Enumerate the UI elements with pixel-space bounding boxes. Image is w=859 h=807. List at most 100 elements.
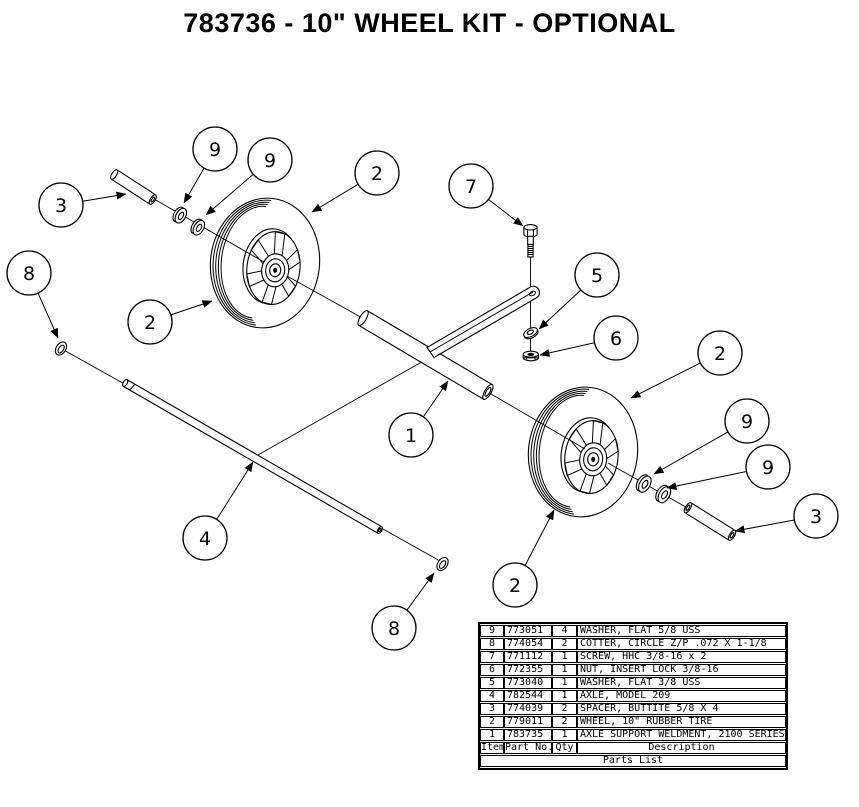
balloon-number: 1 bbox=[405, 425, 417, 447]
balloon-item-6: 6 bbox=[539, 315, 639, 361]
balloon-item-2: 2 bbox=[127, 299, 213, 345]
balloon-leader-line bbox=[488, 199, 524, 227]
balloon-number: 8 bbox=[388, 618, 400, 640]
balloon-leader-line bbox=[666, 471, 747, 490]
balloon-leader-line bbox=[311, 183, 359, 213]
balloon-circle bbox=[247, 137, 293, 183]
cotter-pin-bottom bbox=[436, 556, 449, 572]
cell-qty: 2 bbox=[552, 716, 577, 728]
balloon-number: 6 bbox=[610, 328, 622, 350]
balloon-circle bbox=[593, 315, 639, 361]
balloon-circle bbox=[793, 493, 839, 539]
cell-part_no: 772355 bbox=[504, 664, 552, 676]
balloon-leader-line bbox=[37, 292, 59, 339]
balloon-number: 9 bbox=[264, 150, 276, 172]
balloon-item-8: 8 bbox=[371, 572, 435, 651]
cell-description: WASHER, FLAT 5/8 USS bbox=[577, 625, 786, 637]
balloon-circle bbox=[371, 605, 417, 651]
cell-qty: 1 bbox=[552, 664, 577, 676]
balloon-number: 2 bbox=[509, 575, 521, 597]
cell-description: AXLE, MODEL 209 bbox=[577, 690, 786, 702]
cell-item: 5 bbox=[480, 677, 504, 689]
column-header: Part No. bbox=[504, 742, 552, 754]
parts-list-caption: Parts List bbox=[480, 755, 786, 767]
cell-part_no: 783735 bbox=[504, 729, 552, 741]
cell-part_no: 773040 bbox=[504, 677, 552, 689]
balloon-item-8: 8 bbox=[6, 250, 59, 339]
balloon-number: 3 bbox=[810, 506, 822, 528]
balloon-item-9: 9 bbox=[205, 137, 293, 216]
balloon-item-3: 3 bbox=[734, 493, 839, 539]
cell-qty: 1 bbox=[552, 729, 577, 741]
cell-item: 1 bbox=[480, 729, 504, 741]
cell-description: AXLE SUPPORT WELDMENT, 2100 SERIES bbox=[577, 729, 786, 741]
wheel-right bbox=[527, 386, 639, 518]
spacer-left bbox=[110, 169, 157, 205]
balloon-item-9: 9 bbox=[653, 398, 770, 475]
balloon-number: 2 bbox=[144, 312, 156, 334]
balloon-circle bbox=[724, 398, 770, 444]
cell-item: 9 bbox=[480, 625, 504, 637]
cell-description: COTTER, CIRCLE Z/P .072 X 1-1/8 bbox=[577, 638, 786, 650]
balloon-leader-line bbox=[216, 461, 254, 520]
cell-description: SPACER, BUTTITE 5/8 X 4 bbox=[577, 703, 786, 715]
balloon-leader-line bbox=[82, 191, 127, 202]
balloon-leader-line bbox=[539, 342, 595, 357]
balloon-item-2: 2 bbox=[630, 330, 743, 399]
washer-58-d bbox=[655, 484, 672, 504]
assembly-centerlines bbox=[61, 186, 715, 562]
balloon-item-9: 9 bbox=[183, 126, 238, 204]
cell-qty: 1 bbox=[552, 651, 577, 663]
parts-list-caption-row: Parts List bbox=[480, 755, 786, 767]
balloon-leader-line bbox=[524, 509, 555, 566]
cotter-pin-top bbox=[54, 341, 68, 356]
balloon-number: 9 bbox=[209, 139, 221, 161]
balloon-item-9: 9 bbox=[666, 444, 791, 490]
axle-rod bbox=[122, 378, 383, 535]
cell-part_no: 771112 bbox=[504, 651, 552, 663]
lock-nut bbox=[522, 350, 539, 362]
balloon-item-3: 3 bbox=[38, 182, 127, 228]
cell-description: WHEEL, 10" RUBBER TIRE bbox=[577, 716, 786, 728]
balloon-item-2: 2 bbox=[492, 509, 555, 608]
cell-item: 2 bbox=[480, 716, 504, 728]
cell-item: 4 bbox=[480, 690, 504, 702]
washer-58-b bbox=[190, 218, 206, 236]
balloon-circle bbox=[448, 163, 494, 209]
balloon-number: 7 bbox=[465, 176, 477, 198]
cell-item: 7 bbox=[480, 651, 504, 663]
balloon-leader-line bbox=[205, 173, 254, 216]
balloon-leader-line bbox=[734, 519, 795, 534]
cell-item: 6 bbox=[480, 664, 504, 676]
balloon-leader-line bbox=[406, 572, 435, 611]
cell-description: SCREW, HHC 3/8-16 x 2 bbox=[577, 651, 786, 663]
axle-support-weldment bbox=[357, 285, 541, 400]
balloon-circle bbox=[492, 562, 538, 608]
cell-description: WASHER, FLAT 3/8 USS bbox=[577, 677, 786, 689]
weldment-mount-bar bbox=[426, 285, 541, 359]
balloon-circle bbox=[745, 444, 791, 490]
wheel-spokes bbox=[564, 420, 619, 495]
balloon-item-7: 7 bbox=[448, 163, 524, 227]
balloon-leader-line bbox=[630, 362, 701, 399]
balloon-leader-line bbox=[422, 380, 449, 418]
balloon-item-5: 5 bbox=[538, 252, 620, 330]
balloon-circle bbox=[388, 412, 434, 458]
balloon-item-1: 1 bbox=[388, 380, 449, 458]
cell-part_no: 774054 bbox=[504, 638, 552, 650]
balloon-number: 2 bbox=[714, 343, 726, 365]
balloon-number: 2 bbox=[371, 163, 383, 185]
balloon-leader-line bbox=[653, 431, 729, 475]
balloon-number: 5 bbox=[591, 265, 603, 287]
cell-qty: 1 bbox=[552, 690, 577, 702]
balloon-number: 4 bbox=[199, 528, 211, 550]
